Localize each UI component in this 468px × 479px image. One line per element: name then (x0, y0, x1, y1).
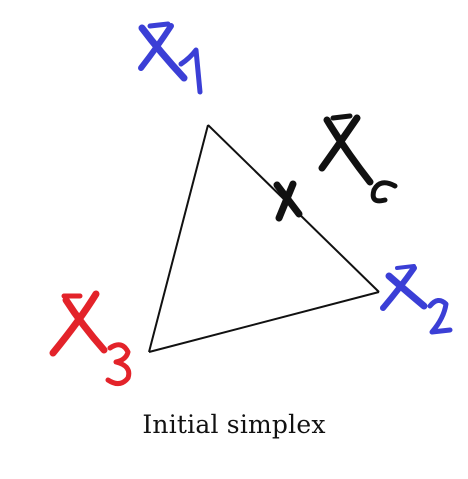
vertex-label-x3 (49, 290, 132, 386)
edge-x2-x3 (148, 291, 380, 353)
vertex-label-xc (318, 113, 398, 204)
vertex-label-x1 (138, 21, 203, 95)
simplex-triangle (148, 124, 380, 353)
edge-x3-x1 (148, 124, 209, 353)
centroid-marker (273, 180, 303, 222)
vertex-label-x2 (380, 264, 453, 335)
diagram-caption: Initial simplex (142, 410, 326, 439)
